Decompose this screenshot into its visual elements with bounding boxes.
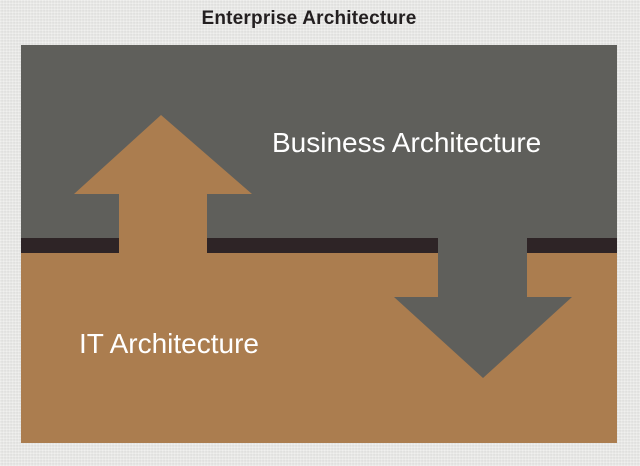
it-architecture-label: IT Architecture — [79, 328, 260, 359]
layer-divider — [21, 238, 617, 253]
business-architecture-label: Business Architecture — [272, 127, 542, 158]
page-title: Enterprise Architecture — [201, 8, 417, 29]
down-arrow — [394, 238, 572, 378]
up-arrow — [74, 115, 252, 253]
